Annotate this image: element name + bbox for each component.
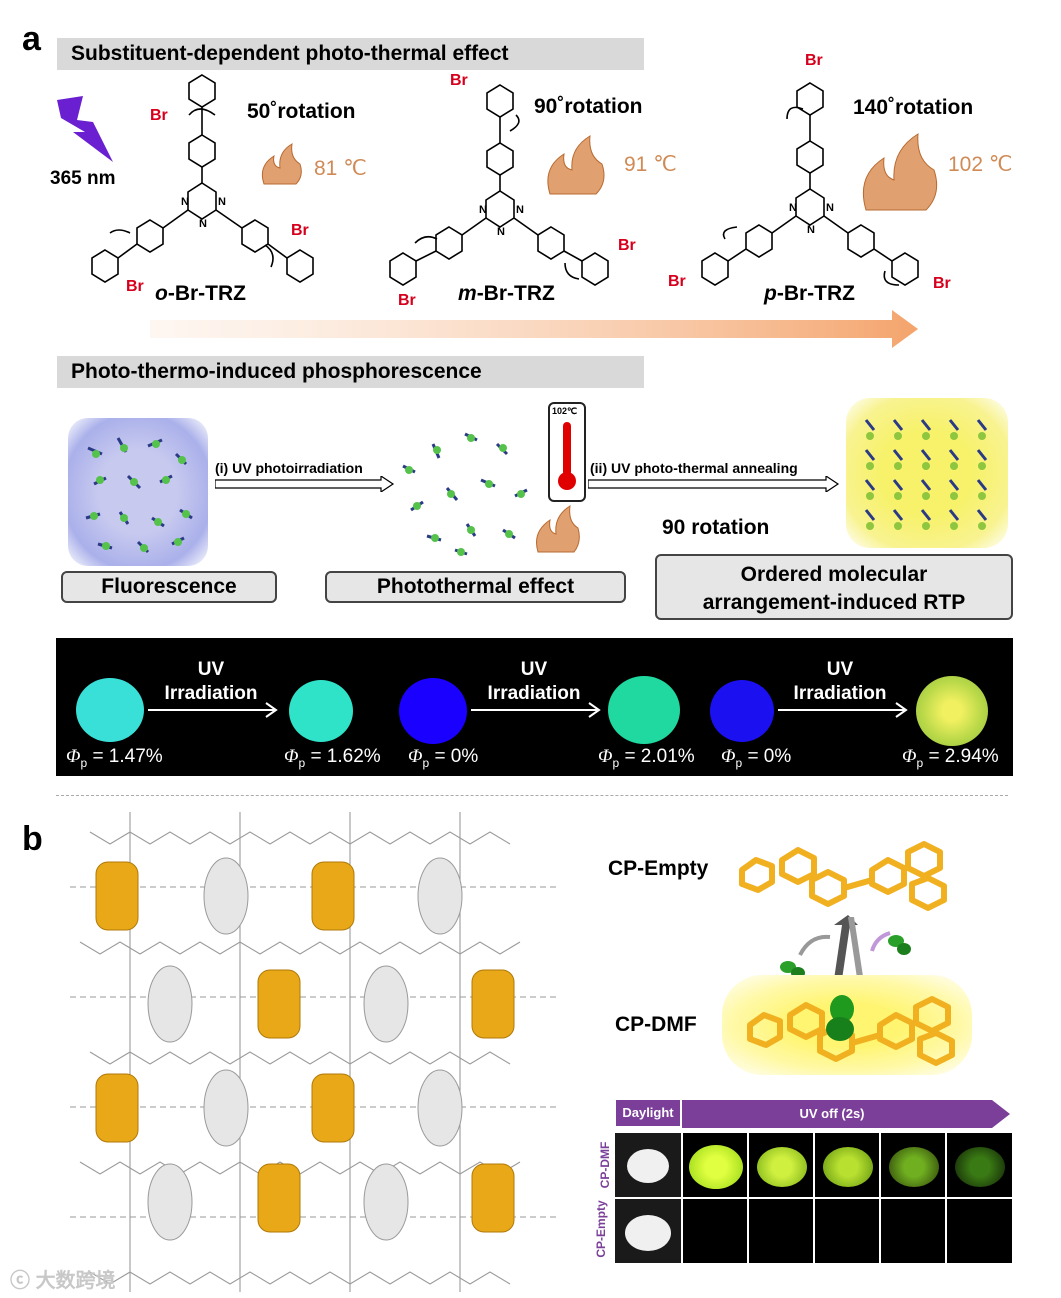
sample-dot-6 xyxy=(916,676,988,746)
step2-arrow xyxy=(588,476,840,492)
cp-empty-uv-photo-4 xyxy=(880,1198,946,1264)
temperature-p: 102 ℃ xyxy=(948,152,1012,177)
uv-arrow-2 xyxy=(471,702,605,718)
cp-dmf-label: CP-DMF xyxy=(615,1013,697,1037)
cp-dmf-daylight-photo xyxy=(614,1132,682,1198)
cp-dmf-uv-photo-2 xyxy=(748,1132,814,1198)
crystal-packing-image xyxy=(70,812,560,1292)
row-label-cp-empty: CP-Empty xyxy=(594,1194,608,1264)
phi-value-1: Φp = 1.47% xyxy=(66,746,163,770)
box-ordered-rtp: Ordered molecular arrangement-induced RT… xyxy=(655,554,1013,620)
temperature-o: 81 ℃ xyxy=(314,156,367,181)
sample-dot-2 xyxy=(289,680,353,742)
br-label: Br xyxy=(450,72,468,90)
svg-text:N: N xyxy=(181,196,189,208)
box-ordered-line2: arrangement-induced RTP xyxy=(657,589,1011,617)
flame-icon xyxy=(544,132,610,198)
sample-dot-5 xyxy=(710,680,774,742)
cp-dmf-uv-photo-1 xyxy=(682,1132,748,1198)
rotation-label-p: 140˚rotation xyxy=(853,96,973,120)
cp-dmf-structure xyxy=(730,985,970,1075)
br-label: Br xyxy=(933,275,951,293)
cp-empty-structure xyxy=(722,830,962,920)
rotation-label-m: 90˚rotation xyxy=(534,95,643,119)
box-ordered-line1: Ordered molecular xyxy=(657,561,1011,589)
sample-dot-4 xyxy=(608,676,680,744)
panel-letter-a: a xyxy=(22,20,41,59)
flame-icon xyxy=(258,140,304,186)
br-label: Br xyxy=(805,52,823,70)
cp-empty-uv-photo-1 xyxy=(682,1198,748,1264)
daylight-header: Daylight xyxy=(616,1100,680,1126)
svg-text:N: N xyxy=(826,202,834,214)
thermometer-label: 102℃ xyxy=(552,406,577,417)
step2-label: (ii) UV photo-thermal annealing xyxy=(590,460,798,476)
watermark-logo-icon: ⓒ xyxy=(10,1270,30,1292)
svg-text:N: N xyxy=(497,226,505,238)
step1-label: (i) UV photoirradiation xyxy=(215,460,363,476)
molecule-name-o: o-Br-TRZ xyxy=(155,282,246,306)
fluorescence-crystal xyxy=(68,418,208,566)
uv-arrow-3 xyxy=(778,702,912,718)
step1-arrow xyxy=(215,476,395,492)
cp-empty-uv-photo-3 xyxy=(814,1198,880,1264)
svg-text:N: N xyxy=(479,204,487,216)
phi-value-4: Φp = 2.01% xyxy=(598,746,695,770)
uv-off-header: UV off (2s) xyxy=(682,1106,982,1121)
panel-separator xyxy=(56,795,1008,796)
molecule-name-m: m-Br-TRZ xyxy=(458,282,555,306)
svg-text:N: N xyxy=(199,218,207,230)
svg-text:N: N xyxy=(789,202,797,214)
disordered-molecules xyxy=(395,420,535,560)
phi-value-3: Φp = 0% xyxy=(408,746,478,770)
phi-value-6: Φp = 2.94% xyxy=(902,746,999,770)
uv-arrow-1 xyxy=(148,702,282,718)
cp-empty-uv-photo-5 xyxy=(946,1198,1013,1264)
phi-value-2: Φp = 1.62% xyxy=(284,746,381,770)
br-label: Br xyxy=(291,222,309,240)
gradient-arrow xyxy=(150,308,920,350)
photo-grid xyxy=(614,1132,1013,1264)
svg-text:N: N xyxy=(807,224,815,236)
flame-icon xyxy=(858,128,944,214)
rotation-note: 90 rotation xyxy=(662,516,769,540)
row-label-cp-dmf: CP-DMF xyxy=(598,1135,612,1195)
temperature-m: 91 ℃ xyxy=(624,152,677,177)
thermometer-icon: 102℃ xyxy=(548,402,586,502)
rotation-label-o: 50˚rotation xyxy=(247,100,356,124)
br-label: Br xyxy=(618,237,636,255)
sample-dot-1 xyxy=(76,678,144,742)
cp-empty-daylight-photo xyxy=(614,1198,682,1264)
molecule-structures: N N N N N N N N N xyxy=(75,55,975,315)
cp-empty-label: CP-Empty xyxy=(608,857,708,881)
box-fluorescence: Fluorescence xyxy=(61,571,277,603)
br-label: Br xyxy=(150,107,168,125)
section-title-phosphorescence: Photo-thermo-induced phosphorescence xyxy=(57,356,644,388)
box-photothermal: Photothermal effect xyxy=(325,571,626,603)
svg-text:N: N xyxy=(516,204,524,216)
svg-text:N: N xyxy=(218,196,226,208)
panel-letter-b: b xyxy=(22,820,43,859)
cp-dmf-uv-photo-3 xyxy=(814,1132,880,1198)
sample-dot-3 xyxy=(399,678,467,744)
ordered-crystal xyxy=(846,398,1008,548)
phi-value-5: Φp = 0% xyxy=(721,746,791,770)
watermark: ⓒ 大数跨境 xyxy=(10,1264,116,1293)
flame-icon xyxy=(532,500,582,554)
cp-dmf-uv-photo-5 xyxy=(946,1132,1013,1198)
cp-empty-uv-photo-2 xyxy=(748,1198,814,1264)
br-label: Br xyxy=(126,278,144,296)
br-label: Br xyxy=(668,273,686,291)
molecule-name-p: p-Br-TRZ xyxy=(764,282,855,306)
cp-dmf-uv-photo-4 xyxy=(880,1132,946,1198)
